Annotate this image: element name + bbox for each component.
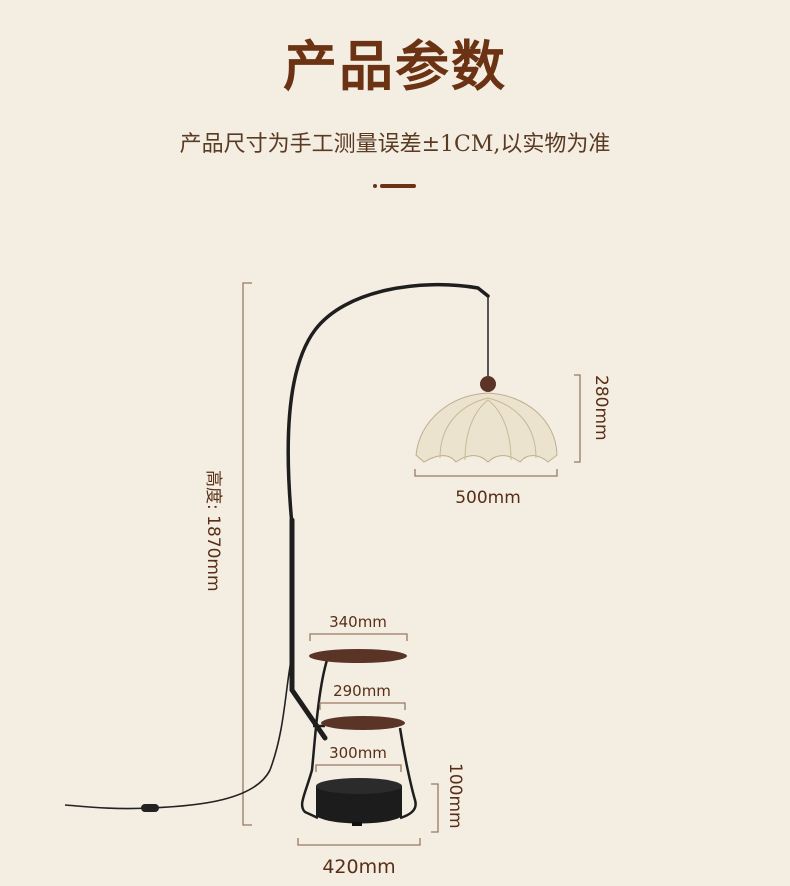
top-table-label: 340mm [329, 613, 387, 631]
basket-width-label: 300mm [329, 744, 387, 762]
middle-table [321, 716, 405, 730]
divider-dot [373, 184, 377, 188]
table-frame [300, 659, 417, 820]
lamp-pole [286, 282, 490, 741]
measurement-note: 产品尺寸为手工测量误差±1CM,以实物为准 [179, 132, 611, 157]
height-label: 高度: 1870mm [203, 470, 223, 592]
base-width-dimension-line [297, 838, 421, 846]
power-cord [64, 654, 293, 810]
middle-table-label: 290mm [333, 682, 391, 700]
height-dimension-line [242, 282, 252, 826]
shade-height-label: 280mm [591, 375, 611, 441]
base-width-label: 420mm [322, 856, 395, 878]
top-table [309, 649, 407, 663]
wood-bead [480, 376, 496, 392]
shade-width-dimension-line [414, 469, 558, 477]
basket-height-dimension-line [431, 783, 439, 833]
basket-width-dimension-line [315, 764, 402, 772]
shade-height-dimension-line [574, 374, 581, 463]
lotus-lampshade [415, 392, 558, 463]
cord-switch-icon [141, 804, 159, 812]
shade-width-label: 500mm [455, 488, 521, 508]
top-table-dimension-line [309, 633, 408, 641]
storage-basket [316, 778, 402, 826]
divider-line [380, 184, 416, 188]
middle-table-dimension-line [319, 702, 406, 710]
page-title: 产品参数 [283, 34, 507, 98]
basket-height-label: 100mm [445, 763, 465, 829]
